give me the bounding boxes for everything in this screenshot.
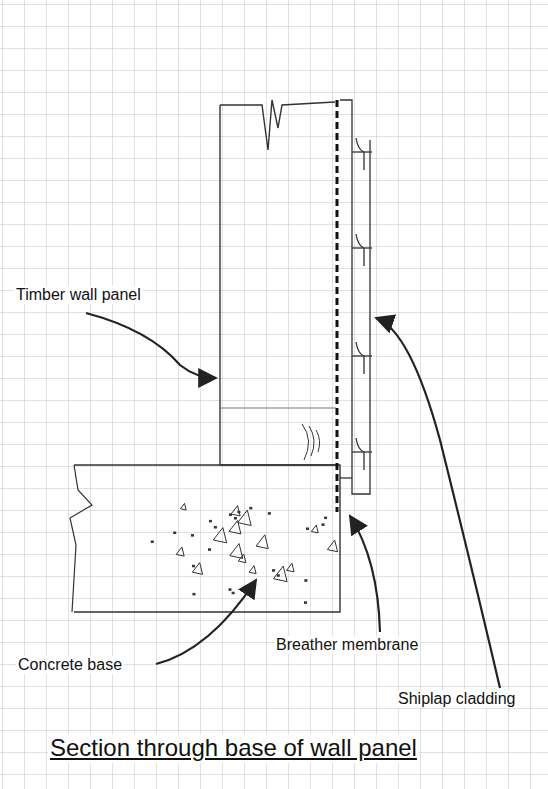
aggregate-stone	[213, 528, 226, 543]
aggregate-stone	[231, 506, 240, 516]
aggregate-stone	[311, 525, 318, 533]
aggregate-speck	[151, 541, 153, 543]
aggregate-speck	[214, 527, 216, 529]
aggregate-speck	[229, 514, 231, 516]
aggregate-stone	[273, 566, 287, 582]
aggregate-speck	[325, 517, 327, 519]
aggregate-speck	[234, 518, 236, 520]
board-rebate	[356, 138, 364, 170]
aggregate-speck	[277, 575, 279, 577]
part-label: Shiplap cladding	[396, 690, 517, 708]
part-label: Timber wall panel	[14, 286, 143, 304]
board-rebate	[356, 342, 364, 374]
aggregate-stone	[176, 547, 184, 556]
aggregate-speck	[273, 570, 275, 572]
aggregate-speck	[238, 511, 240, 512]
aggregate-speck	[307, 528, 309, 530]
shiplap-cladding	[340, 100, 372, 494]
board-rebate	[356, 438, 364, 470]
aggregate-speck	[268, 513, 270, 515]
aggregate-speck	[232, 592, 234, 594]
aggregate-stone	[327, 540, 337, 552]
aggregate-speck	[193, 593, 195, 595]
aggregate-stone	[256, 535, 268, 549]
aggregate-speck	[250, 507, 252, 509]
aggregate-speck	[305, 602, 307, 604]
aggregate-speck	[191, 535, 193, 537]
aggregate-stone	[230, 544, 243, 559]
aggregate-speck	[322, 524, 324, 526]
part-label: Concrete base	[16, 656, 124, 674]
aggregate-stone	[229, 520, 241, 534]
aggregate-stone	[238, 510, 251, 525]
drawing-title: Section through base of wall panel	[48, 734, 419, 763]
aggregate-speck	[209, 520, 211, 522]
concrete-base	[70, 465, 340, 612]
board-rebate	[356, 234, 364, 266]
aggregate-speck	[229, 589, 231, 591]
breather-membrane	[336, 100, 339, 512]
timber-wall-panel	[220, 100, 336, 465]
aggregate-stone	[180, 503, 186, 510]
aggregate-speck	[192, 565, 194, 567]
aggregate-speck	[305, 580, 307, 582]
aggregate-stone	[192, 563, 202, 575]
part-label: Breather membrane	[274, 636, 420, 654]
aggregate-stone	[249, 566, 256, 574]
aggregate-speck	[174, 532, 176, 534]
aggregate-stone	[287, 563, 294, 572]
aggregate-speck	[208, 549, 210, 551]
aggregate	[151, 503, 337, 603]
leader-arrow	[86, 313, 500, 688]
